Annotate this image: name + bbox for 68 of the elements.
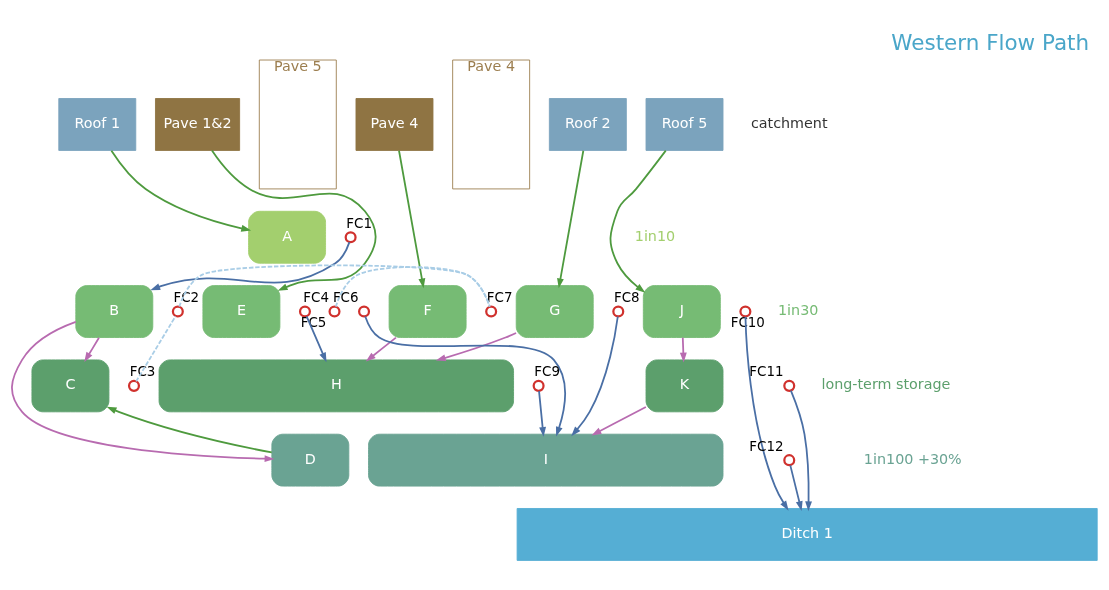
node-label: FC8 (613, 290, 640, 306)
node-circle (298, 305, 311, 318)
node-label: FC7 (486, 290, 513, 306)
node-circle (783, 454, 796, 467)
label: 1in10 (634, 227, 676, 244)
node-box: K (645, 359, 724, 413)
node-box: J (642, 285, 721, 338)
arrow (557, 149, 585, 289)
arrow (84, 336, 100, 363)
node-box: I (368, 433, 724, 487)
node-circle (171, 305, 184, 318)
node-label: FC3 (129, 364, 156, 380)
node-circle (532, 379, 545, 392)
diagram-title: Western Flow Path (891, 30, 1090, 56)
node-label: FC6 (332, 290, 359, 306)
node-box: F (388, 285, 467, 338)
node-circle (344, 231, 357, 244)
node-circle (485, 305, 498, 318)
arrow (150, 241, 351, 291)
arrow (789, 464, 803, 512)
arrow (435, 332, 517, 362)
node-box: Pave 4 (452, 59, 531, 190)
node-label: FC2 (173, 290, 200, 306)
node-box: B (75, 285, 154, 338)
arrow (538, 390, 547, 437)
node-circle (358, 305, 371, 318)
node-circle (739, 305, 752, 318)
arrow (11, 321, 275, 463)
label: 1in100 +30% (863, 450, 962, 467)
node-box: Pave 5 (258, 59, 337, 190)
label: long-term storage (821, 376, 951, 393)
node-label: FC4 (303, 290, 329, 306)
arrow (679, 336, 687, 363)
arrow (364, 315, 566, 437)
node-circle (127, 379, 141, 392)
connector (135, 315, 177, 383)
arrow (591, 406, 647, 436)
node-circle (783, 379, 796, 392)
node-box: Pave 4 (355, 98, 434, 151)
arrow (110, 149, 252, 232)
node-label: FC1 (346, 215, 372, 231)
connector (334, 266, 491, 308)
arrow (571, 315, 619, 437)
node-box: Roof 5 (645, 98, 724, 151)
node-box: G (515, 285, 594, 338)
node-circle (328, 305, 341, 318)
node-box: Roof 1 (58, 98, 137, 151)
node-box: Roof 2 (548, 98, 627, 151)
node-box: H (158, 359, 514, 413)
arrow (790, 389, 813, 512)
connector (178, 264, 491, 308)
arrow (211, 149, 377, 291)
node-box: A (248, 210, 326, 264)
node-label: FC11 (749, 364, 784, 380)
node-box: C (31, 359, 110, 413)
node-box: D (271, 433, 350, 487)
node-circle (612, 305, 625, 318)
arrow (398, 149, 426, 289)
arrow (609, 149, 667, 293)
label: 1in30 (778, 301, 819, 318)
label: catchment (750, 114, 828, 131)
node-box: E (202, 285, 281, 338)
node-box: Ditch 1 (516, 508, 1098, 561)
arrow (365, 336, 397, 362)
arrow (106, 406, 273, 454)
arrow (744, 315, 789, 511)
node-label: FC9 (534, 364, 560, 380)
node-box: Pave 1&2 (155, 98, 241, 151)
